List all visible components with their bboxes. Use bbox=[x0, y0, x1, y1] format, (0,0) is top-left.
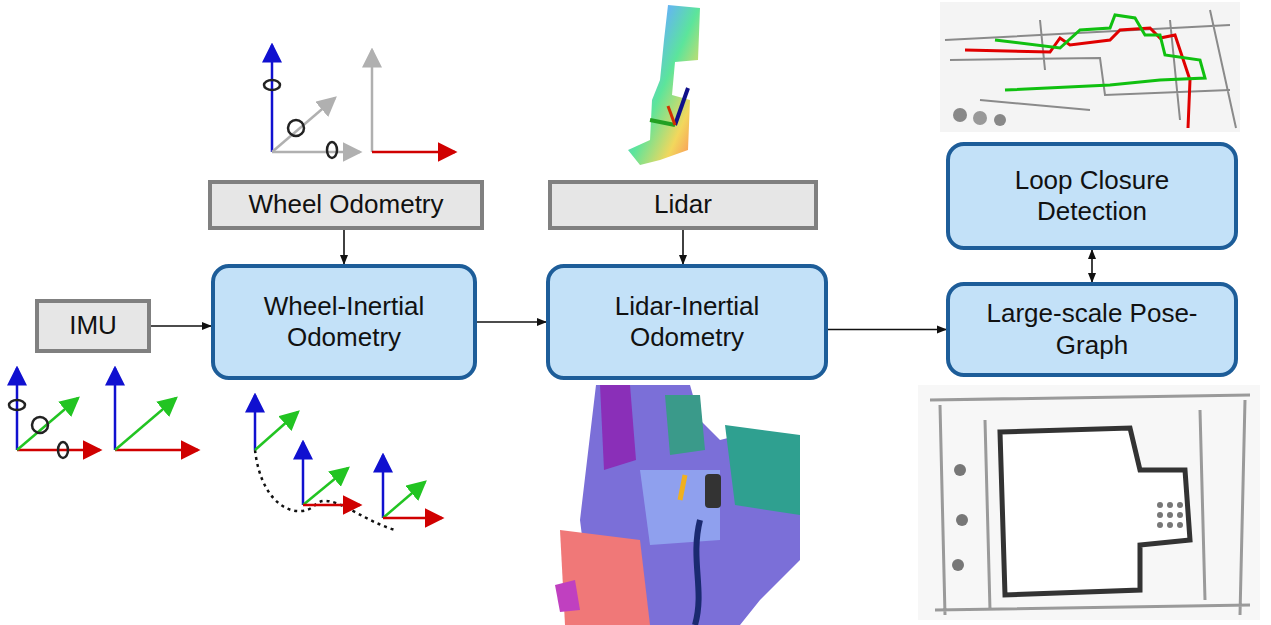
process-box: Wheel-Inertial Odometry bbox=[211, 264, 477, 380]
box-label: Large-scale Pose-Graph bbox=[961, 298, 1223, 360]
text-wrap: Lidar bbox=[654, 189, 712, 220]
flow-arrow bbox=[343, 230, 345, 264]
text-wrap: Loop Closure Detection bbox=[961, 165, 1223, 227]
wheel-axes bbox=[264, 45, 455, 158]
flow-arrow bbox=[682, 230, 684, 264]
flow-arrow bbox=[828, 329, 946, 331]
text-wrap: Wheel Odometry bbox=[248, 189, 443, 220]
box-label: Loop Closure Detection bbox=[961, 165, 1223, 227]
sensor-box: Lidar bbox=[548, 180, 818, 230]
flow-arrow bbox=[477, 321, 546, 323]
lidar-mesh bbox=[555, 385, 800, 625]
process-box: Lidar-Inertial Odometry bbox=[546, 264, 828, 380]
flow-arrow bbox=[1091, 250, 1093, 282]
box-label: IMU bbox=[69, 310, 117, 341]
sensor-box: Wheel Odometry bbox=[208, 180, 484, 230]
text-wrap: IMU bbox=[69, 310, 117, 341]
box-label: Wheel-Inertial Odometry bbox=[226, 291, 462, 353]
imu-axes bbox=[9, 368, 198, 458]
text-wrap: Wheel-Inertial Odometry bbox=[226, 291, 462, 353]
box-label: Lidar bbox=[654, 189, 712, 220]
map-bottom bbox=[918, 385, 1260, 620]
trajectory-sketch bbox=[255, 395, 442, 530]
box-label: Lidar-Inertial Odometry bbox=[561, 291, 813, 353]
flow-arrow bbox=[151, 325, 211, 327]
box-label: Wheel Odometry bbox=[248, 189, 443, 220]
process-box: Loop Closure Detection bbox=[946, 142, 1238, 250]
text-wrap: Large-scale Pose-Graph bbox=[961, 298, 1223, 360]
text-wrap: Lidar-Inertial Odometry bbox=[561, 291, 813, 353]
process-box: Large-scale Pose-Graph bbox=[946, 282, 1238, 377]
map-top bbox=[940, 2, 1240, 132]
lidar-pointcloud bbox=[628, 5, 700, 165]
sensor-box: IMU bbox=[35, 299, 151, 353]
